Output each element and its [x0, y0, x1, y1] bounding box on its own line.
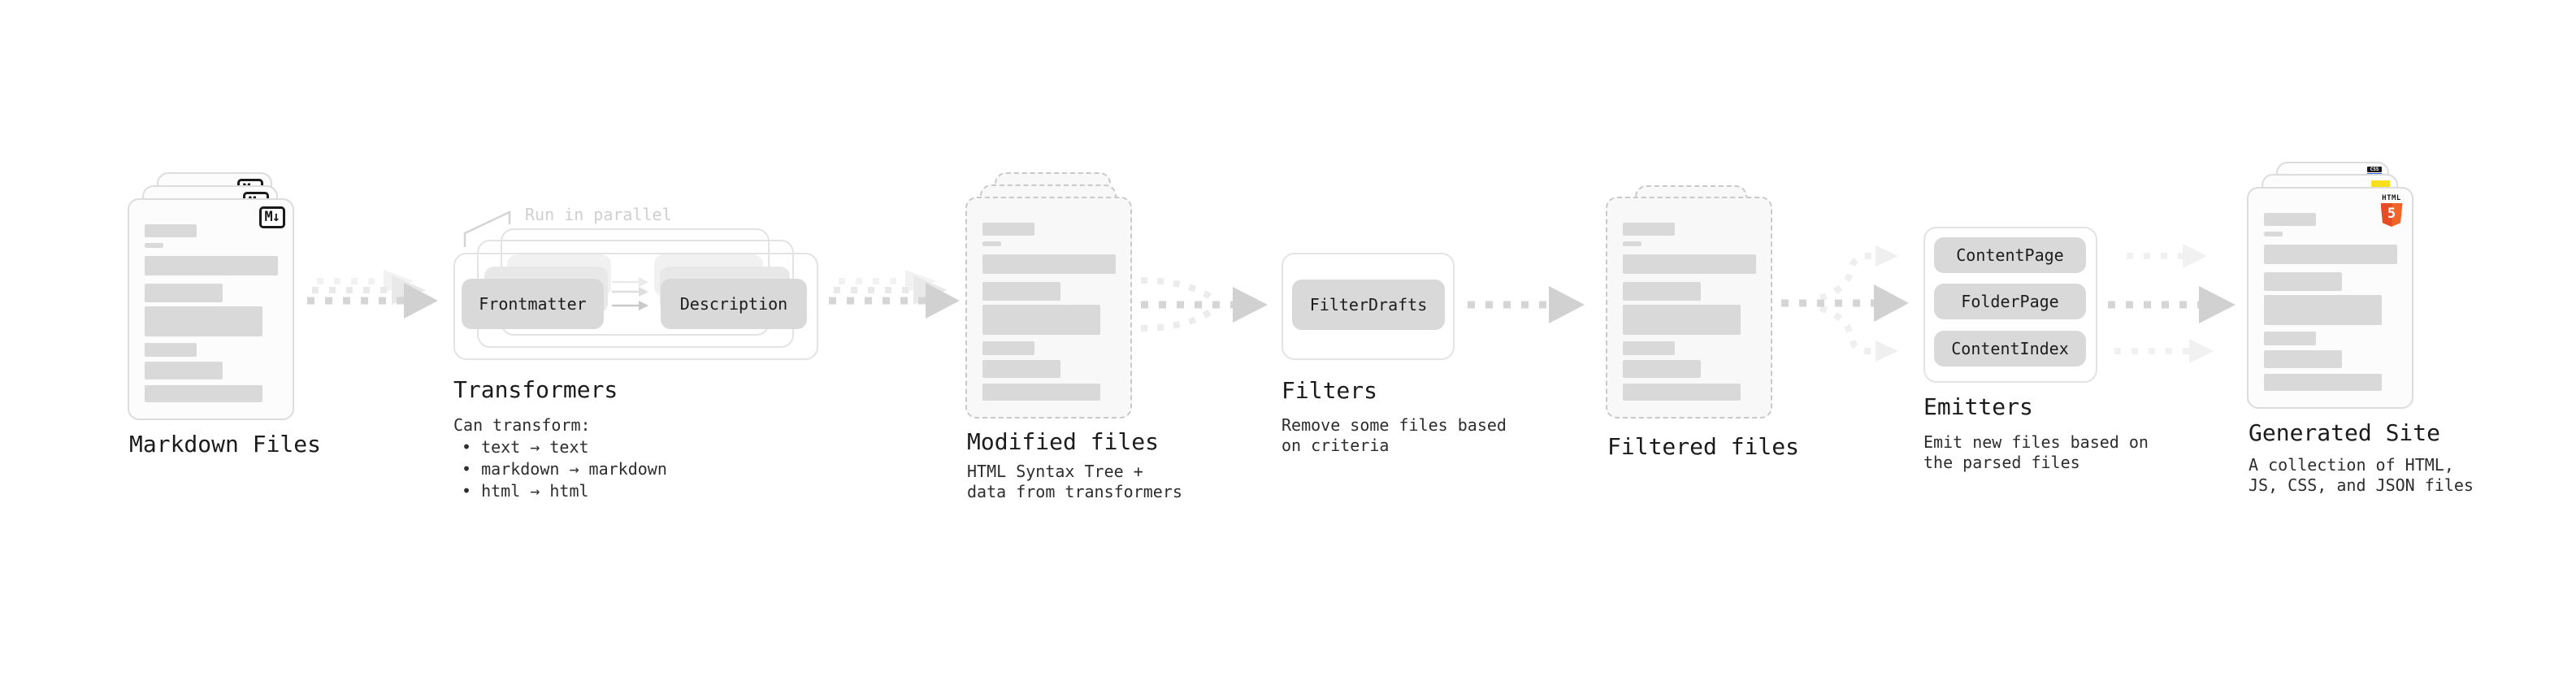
emitter-contentindex-chip: ContentIndex [1934, 331, 2086, 367]
transform-bullet-markdown: • markdown → markdown [462, 459, 667, 479]
html5-badge-number: 5 [2387, 206, 2396, 222]
html5-icon: HTML 5 [2380, 194, 2403, 227]
transformers-panel-front [453, 253, 818, 360]
arrow-markdown-to-transformers [307, 270, 438, 319]
arrow-filtered-to-emitters [1781, 245, 1909, 362]
transformer-description-chip: Description [661, 279, 807, 329]
emitter-contentpage-chip: ContentPage [1934, 237, 2086, 273]
filters-caption: Remove some files based on criteria [1281, 415, 1507, 455]
js-icon [2371, 180, 2390, 189]
transformers-caption: Can transform: • text → text • markdown … [453, 414, 667, 502]
modified-files-caption: HTML Syntax Tree + data from transformer… [967, 462, 1182, 501]
css-badge-text: CSS [2367, 167, 2382, 172]
filtered-file-card-front [1606, 197, 1772, 419]
transformers-caption-heading: Can transform: [453, 415, 591, 435]
arrow-filters-to-filtered [1468, 286, 1585, 323]
filter-filterdrafts-chip: FilterDrafts [1292, 280, 1445, 330]
stage-title-generated-site: Generated Site [2249, 419, 2441, 446]
stage-title-filtered-files: Filtered files [1607, 433, 1800, 460]
transform-bullet-text: • text → text [462, 437, 589, 457]
emitter-folderpage-chip: FolderPage [1934, 284, 2086, 319]
doc-content-lines [2264, 213, 2399, 391]
stage-title-emitters: Emitters [1923, 393, 2033, 420]
generated-html-file-card: HTML 5 [2247, 187, 2413, 409]
arrow-emitters-to-generated [2108, 244, 2236, 363]
emitter-contentindex-label: ContentIndex [1951, 339, 2069, 358]
transformer-frontmatter-label: Frontmatter [479, 294, 587, 314]
markdown-badge-text: M↓ [264, 209, 281, 225]
transformer-frontmatter-chip: Frontmatter [462, 279, 604, 329]
run-in-parallel-note: Run in parallel [525, 205, 672, 224]
emitters-caption: Emit new files based on the parsed files [1923, 432, 2149, 472]
markdown-file-card-front: M↓ [128, 198, 294, 420]
modified-file-card-front [965, 197, 1132, 419]
transformer-description-label: Description [679, 294, 788, 314]
arrow-modified-to-filters [1140, 277, 1268, 332]
doc-content-lines [1623, 223, 1758, 401]
html5-badge-shield: 5 [2380, 203, 2403, 227]
generated-site-caption: A collection of HTML, JS, CSS, and JSON … [2249, 455, 2474, 495]
doc-content-lines [982, 223, 1117, 401]
markdown-icon: M↓ [258, 206, 285, 228]
html5-badge-word: HTML [2382, 194, 2401, 202]
doc-content-lines [145, 224, 280, 402]
emitter-folderpage-label: FolderPage [1961, 292, 2059, 311]
stage-title-modified-files: Modified files [967, 428, 1160, 455]
stage-title-filters: Filters [1281, 377, 1378, 404]
transform-bullet-html: • html → html [462, 481, 589, 501]
filter-filterdrafts-label: FilterDrafts [1309, 295, 1428, 314]
stage-title-transformers: Transformers [453, 376, 618, 403]
emitter-contentpage-label: ContentPage [1956, 245, 2064, 265]
stage-title-markdown-files: Markdown Files [129, 431, 322, 458]
arrow-transformers-to-modified [829, 270, 960, 319]
